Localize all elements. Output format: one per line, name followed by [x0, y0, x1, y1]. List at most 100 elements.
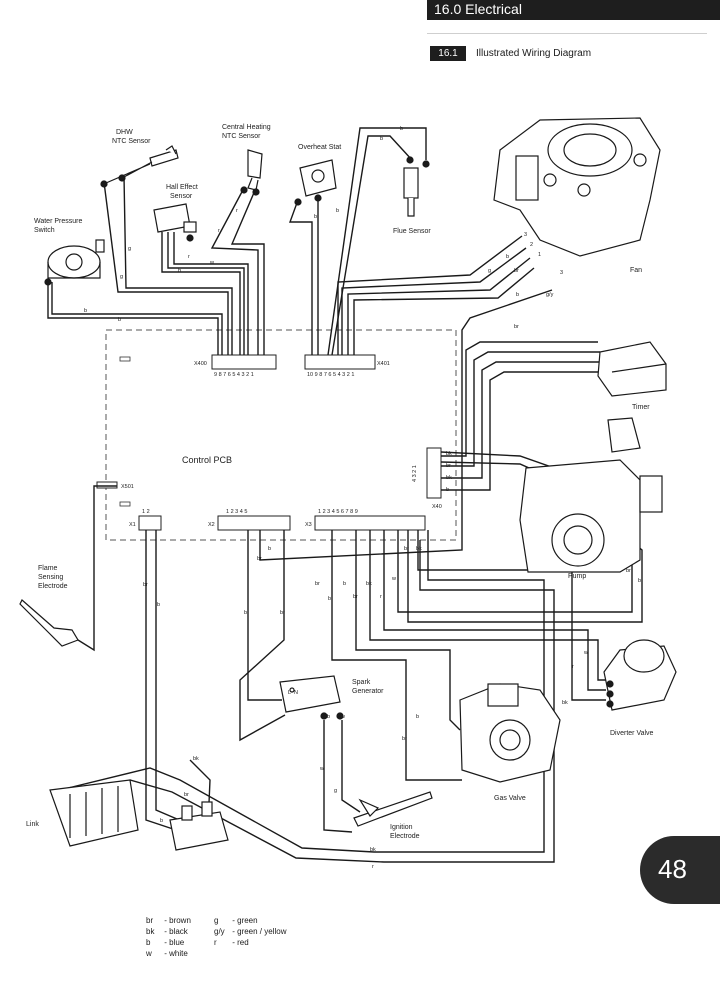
flame-sensing-label-line2: Sensing	[38, 574, 63, 581]
wire-code: b	[446, 487, 449, 493]
wire-code: b	[400, 126, 403, 132]
wire-code: r	[572, 664, 574, 670]
gas-valve-icon	[459, 683, 561, 783]
wire-code: br	[514, 268, 519, 274]
wire-code: 1	[538, 252, 541, 258]
spark-generator-icon	[279, 675, 344, 720]
x3-connector	[314, 515, 426, 531]
wire-code: br	[353, 594, 358, 600]
x2-connector	[217, 515, 291, 531]
timer-icon	[597, 341, 667, 397]
wire-code: b	[157, 602, 160, 608]
wire-code: r	[380, 594, 382, 600]
wire-code: b	[380, 136, 383, 142]
dhw-sensor-icon	[100, 145, 179, 188]
wire-code: r	[372, 864, 374, 870]
x3-label: X3	[305, 522, 312, 528]
fan-label: Fan	[630, 267, 642, 274]
ignition-electrode-label-line2: Electrode	[390, 833, 420, 840]
wire-code: b	[328, 596, 331, 602]
legend-item: g/y - green / yellow	[214, 927, 287, 936]
wire-code: g/y	[546, 292, 554, 298]
diverter-valve-icon	[603, 639, 677, 711]
page-number: 48	[658, 854, 687, 884]
spark-generator-label-line1: Spark	[352, 679, 371, 686]
wire-code: g	[488, 268, 491, 274]
dhw-sensor-label-line1: DHW	[116, 129, 133, 136]
overheat-stat-icon	[294, 159, 337, 206]
wire-code: b	[244, 610, 247, 616]
hall-effect-label-line1: Hall Effect	[166, 184, 198, 191]
wire-code: w	[583, 650, 588, 656]
wire-code: b	[84, 308, 87, 314]
x401-pins: 10 9 8 7 6 5 4 3 2 1	[307, 372, 354, 378]
switch-box-icon	[169, 801, 229, 851]
x40-connector	[426, 447, 442, 499]
wire-code: b	[268, 546, 271, 552]
wire-code: b	[516, 292, 519, 298]
flame-sensing-electrode-icon	[19, 599, 79, 647]
wire-code: b	[343, 581, 346, 587]
fan-icon	[493, 117, 661, 257]
flame-sensing-label-line3: Electrode	[38, 583, 68, 590]
legend-item: w - white	[146, 949, 188, 958]
ch-sensor-label-line1: Central Heating	[222, 124, 271, 131]
spark-generator-label-line2: Generator	[352, 688, 384, 695]
wire-code: 2	[530, 242, 533, 248]
ignition-electrode-label-line1: Ignition	[390, 824, 413, 831]
gas-valve-label: Gas Valve	[494, 795, 526, 802]
x1-connector	[138, 515, 162, 531]
flue-sensor-icon	[403, 156, 430, 217]
wire-code: r	[188, 254, 190, 260]
wire-code: br	[514, 324, 519, 330]
wire-code: g	[128, 246, 131, 252]
header-divider	[427, 33, 707, 34]
wire-code: br	[402, 736, 407, 742]
legend-item: br - brown	[146, 916, 191, 925]
wire-code: bk	[416, 546, 422, 552]
wire-code: br	[184, 792, 189, 798]
wire-code: b	[638, 578, 641, 584]
wire-code: br	[315, 581, 320, 587]
wire-code: b	[118, 317, 121, 323]
x401-label: X401	[377, 361, 390, 367]
x40-pins: 4 3 2 1	[412, 465, 418, 482]
hall-effect-label-line2: Sensor	[170, 193, 193, 200]
x501-connector	[96, 481, 118, 489]
x1-pins: 1 2	[142, 509, 150, 515]
subsection-number: 16.1	[430, 46, 466, 61]
x40-label: X40	[432, 504, 442, 510]
flame-sensing-label-line1: Flame	[38, 565, 58, 572]
wire-code: b	[336, 208, 339, 214]
ignition-electrode-icon	[353, 791, 433, 827]
section-header-bar	[427, 0, 720, 20]
wire-code: b	[416, 714, 419, 720]
dhw-sensor-label-line2: NTC Sensor	[112, 138, 151, 145]
legend-item: bk - black	[146, 927, 188, 936]
pcb-indicator	[119, 356, 131, 362]
wire-code: w	[391, 576, 396, 582]
x400-pins: 9 8 7 6 5 4 3 2 1	[214, 372, 254, 378]
page-number-tab	[640, 836, 720, 904]
wire-code: w	[209, 260, 214, 266]
wire-code: b	[327, 714, 330, 720]
water-pressure-label-line1: Water Pressure	[34, 218, 82, 225]
terminal-block-icon	[49, 779, 139, 847]
x400-connector	[211, 354, 277, 370]
wire-code: 3	[524, 232, 527, 238]
x2-pins: 1 2 3 4 5	[226, 509, 247, 515]
wire-code: g	[120, 274, 123, 280]
pump-label: Pump	[568, 573, 586, 580]
subsection-title: Illustrated Wiring Diagram	[476, 48, 592, 59]
wire-code: bk	[193, 756, 199, 762]
water-pressure-switch-icon	[44, 239, 105, 286]
wire-code: w	[319, 766, 324, 772]
wire-bundle	[47, 127, 643, 863]
x1-label: X1	[129, 522, 136, 528]
ch-sensor-label-line2: NTC Sensor	[222, 133, 261, 140]
wire-code: bk	[446, 475, 452, 481]
wire-code: r	[236, 208, 238, 214]
wire-code: br	[446, 463, 451, 469]
pump-icon	[519, 417, 663, 573]
